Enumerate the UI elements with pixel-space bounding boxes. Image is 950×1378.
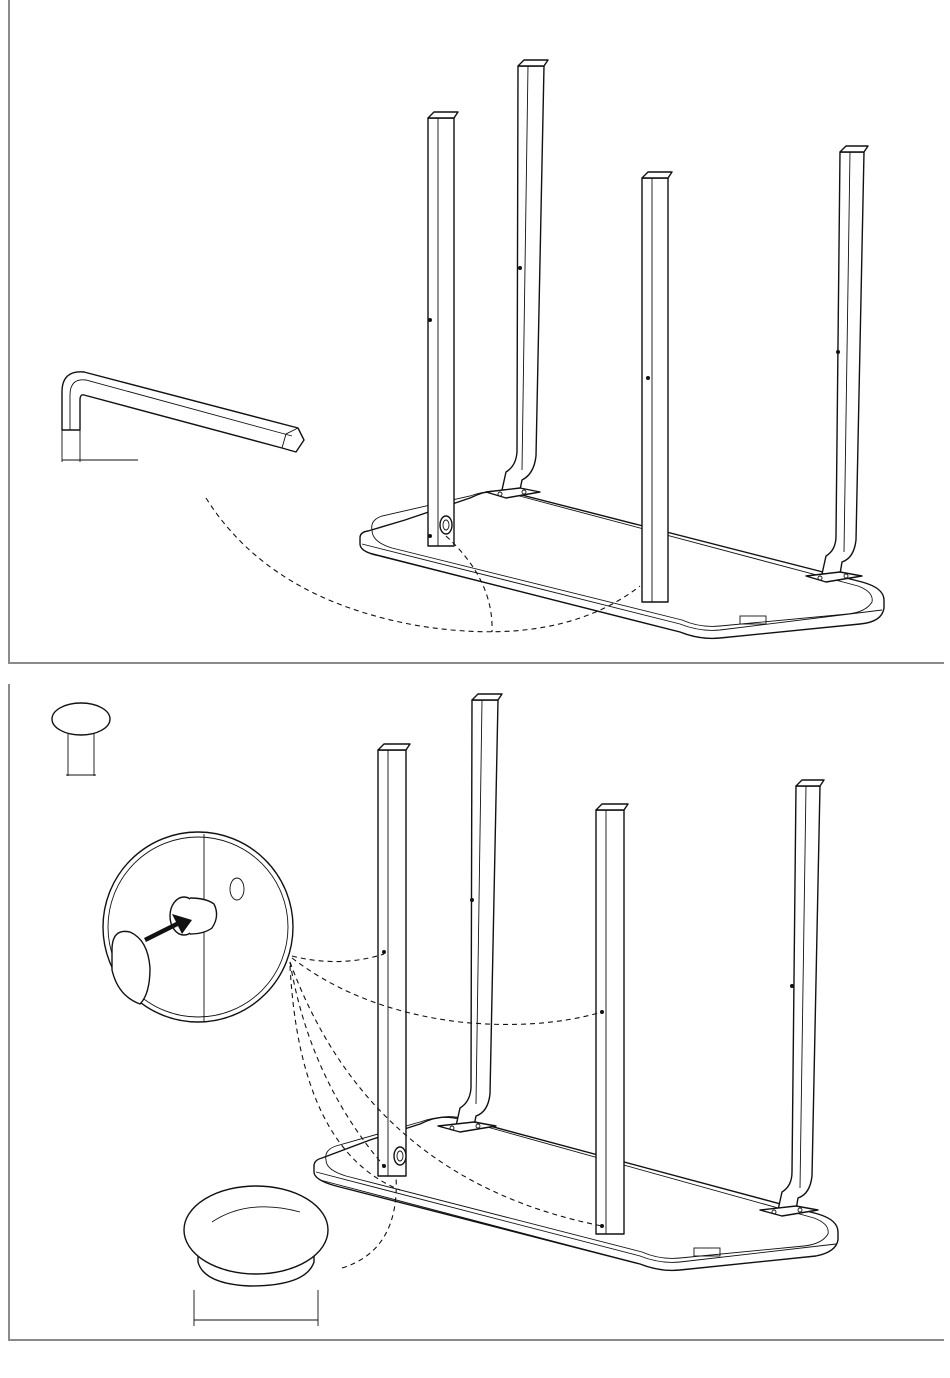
screw-cap-enlarged bbox=[184, 1186, 328, 1326]
table-leg-back-left-2 bbox=[438, 694, 502, 1132]
table-leg-front-right-2 bbox=[596, 804, 628, 1234]
table-leg-front-left-2 bbox=[378, 744, 410, 1176]
hex-key-icon bbox=[62, 372, 304, 462]
table-leg-back-left bbox=[486, 60, 548, 498]
screw-cap-icon bbox=[52, 703, 110, 776]
table-leg-back-right-2 bbox=[760, 780, 824, 1216]
magnifier-detail bbox=[103, 832, 293, 1022]
table-leg-front-right bbox=[642, 172, 672, 602]
table-leg-front-left bbox=[428, 112, 458, 546]
table-leg-back-right bbox=[806, 146, 868, 582]
